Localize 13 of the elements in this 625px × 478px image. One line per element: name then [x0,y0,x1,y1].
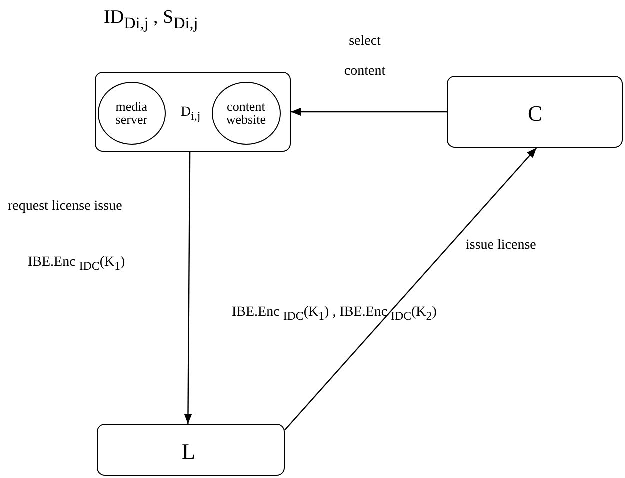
client-box [447,76,623,148]
arrow [284,148,538,431]
arrow [184,152,192,424]
node-label: D$_{i,j}$ [181,105,201,124]
node-label: content website [225,100,268,126]
node-label: media server [114,100,149,126]
edge-label: request license issue [8,199,122,215]
node-label: L [182,439,196,465]
formula-label: IBE.Enc $_{ID}$$_{C}$(K$_{1}$) [28,255,126,274]
license-server-box [97,424,285,476]
formula-label: IBE.Enc $_{ID}$$_{C}$(K$_{1}$) , IBE.Enc $_{ID}$$_{C}$(K$_{2}$) [232,305,437,324]
node-label: C [528,101,543,127]
arrow [291,108,447,116]
